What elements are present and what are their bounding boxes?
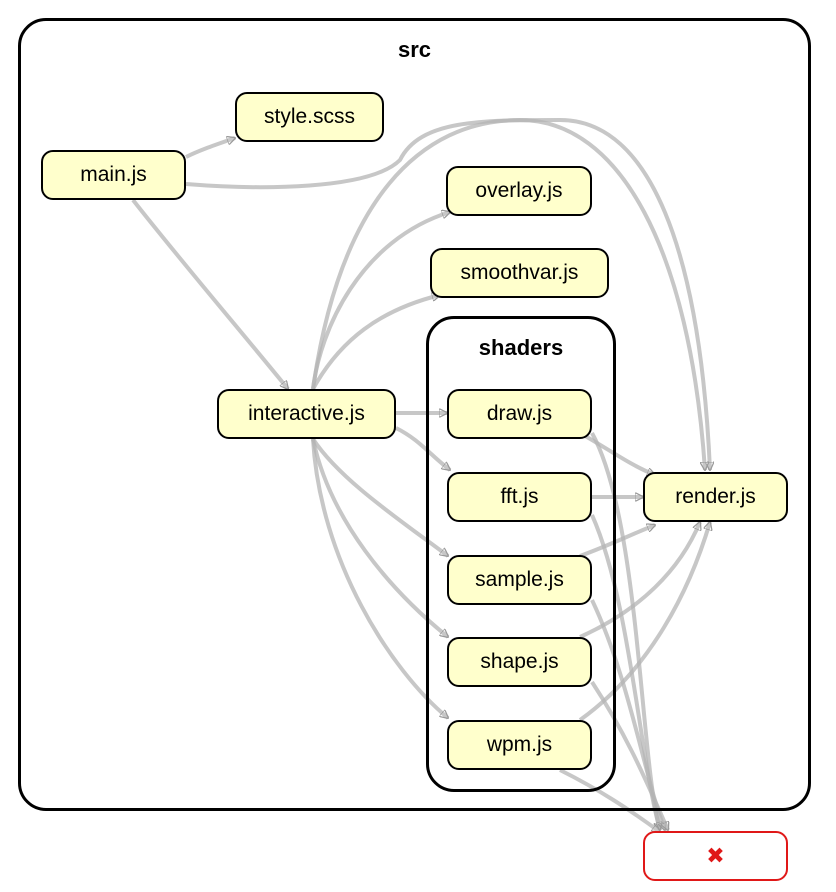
node-style-scss[interactable]: style.scss <box>235 92 384 142</box>
edge-sample-render <box>579 525 655 558</box>
edge-interactive-wpm <box>311 438 448 720</box>
node-render-js[interactable]: render.js <box>643 472 788 522</box>
node-sample-js[interactable]: sample.js <box>447 555 592 605</box>
edge-main-style <box>185 138 235 159</box>
node-shape-js[interactable]: shape.js <box>447 637 592 687</box>
cluster-shaders: shaders <box>426 316 616 792</box>
node-smoothvar-js[interactable]: smoothvar.js <box>430 248 609 298</box>
edge-interactive-render <box>311 117 705 470</box>
cluster-src: src <box>18 18 811 811</box>
node-main-js[interactable]: main.js <box>41 150 186 200</box>
edge-wpm-error <box>559 768 660 834</box>
node-interactive-js[interactable]: interactive.js <box>217 389 396 439</box>
cluster-shaders-label: shaders <box>478 335 564 360</box>
edge-interactive-fft <box>395 426 450 472</box>
edge-interactive-smoothvar <box>311 295 440 390</box>
node-wpm-js[interactable]: wpm.js <box>447 720 592 770</box>
edge-main-interactive <box>131 198 290 389</box>
node-draw-js[interactable]: draw.js <box>447 389 592 439</box>
edge-draw-render <box>579 431 655 475</box>
edge-shape-render <box>579 522 702 639</box>
node-fft-js[interactable]: fft.js <box>447 472 592 522</box>
node-unresolved-error[interactable]: ✖ <box>643 831 788 881</box>
edge-interactive-sample <box>311 437 448 558</box>
edge-shape-error <box>590 680 670 830</box>
node-overlay-js[interactable]: overlay.js <box>446 166 592 216</box>
cluster-src-label: src <box>397 37 432 62</box>
